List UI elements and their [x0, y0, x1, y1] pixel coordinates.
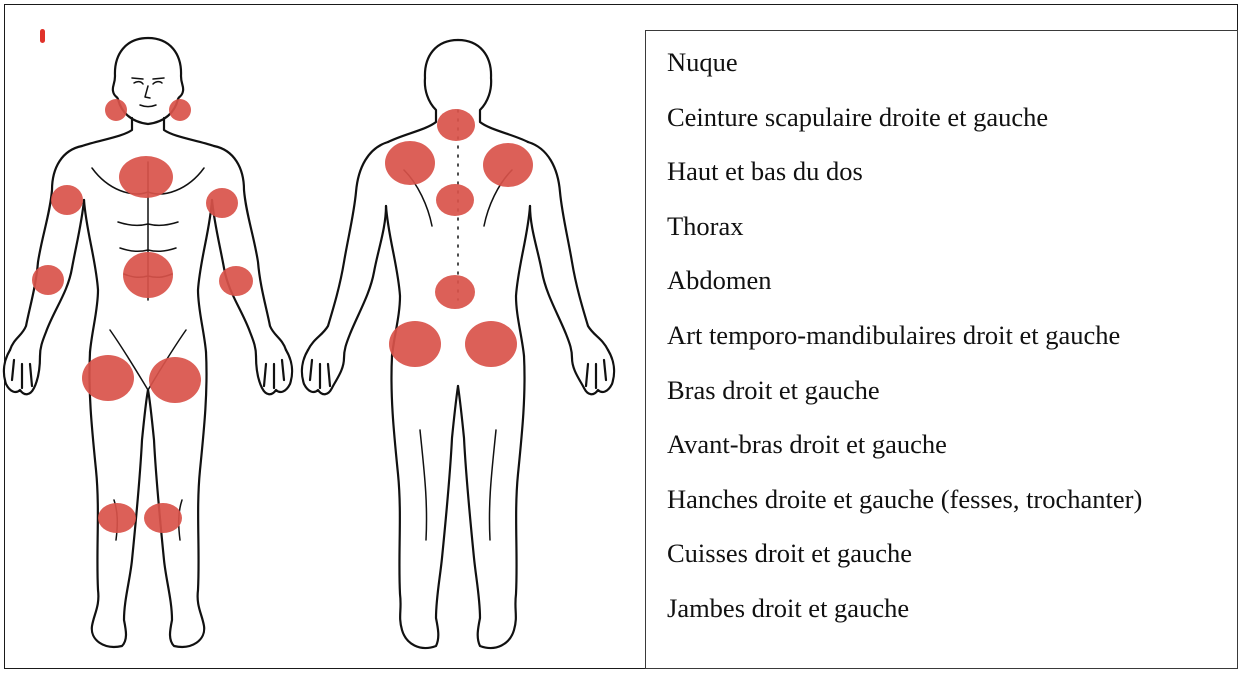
- tender-point-forearm-left: [32, 265, 64, 295]
- legend-item-ceinture-scapulaire: Ceinture scapulaire droite et gauche: [667, 102, 1237, 157]
- legend-item-jambes: Jambes droit et gauche: [667, 593, 1237, 648]
- legend-item-haut-bas-dos: Haut et bas du dos: [667, 156, 1237, 211]
- legend-item-nuque: Nuque: [667, 47, 1237, 102]
- tender-point-arm-left: [51, 185, 83, 215]
- front-body-figure: [4, 38, 292, 647]
- tender-point-forearm-right: [219, 266, 253, 296]
- legend-item-avant-bras: Avant-bras droit et gauche: [667, 429, 1237, 484]
- legend-item-bras: Bras droit et gauche: [667, 375, 1237, 430]
- tender-point-lower-back: [435, 275, 475, 309]
- tender-point-shoulder-right: [483, 143, 533, 187]
- tender-point-shoulder-left: [385, 141, 435, 185]
- legend-box: Nuque Ceinture scapulaire droite et gauc…: [645, 30, 1238, 669]
- tender-point-hip-right: [465, 321, 517, 367]
- tender-point-leg-left: [98, 503, 136, 533]
- legend-item-temporo-mandibulaires: Art temporo-mandibulaires droit et gauch…: [667, 320, 1237, 375]
- tender-point-nape: [437, 109, 475, 141]
- tender-point-abdomen: [123, 252, 173, 298]
- red-mark: [40, 29, 45, 43]
- tender-point-hip-left: [389, 321, 441, 367]
- tender-point-arm-right: [206, 188, 238, 218]
- legend-item-hanches: Hanches droite et gauche (fesses, trocha…: [667, 484, 1237, 539]
- front-tender-points: [32, 99, 253, 533]
- tender-point-leg-right: [144, 503, 182, 533]
- legend-item-thorax: Thorax: [667, 211, 1237, 266]
- tender-point-thigh-right: [149, 357, 201, 403]
- back-tender-points: [385, 109, 533, 367]
- legend-list: Nuque Ceinture scapulaire droite et gauc…: [667, 47, 1237, 648]
- legend-item-abdomen: Abdomen: [667, 265, 1237, 320]
- tender-point-neck-right: [169, 99, 191, 121]
- tender-point-thigh-left: [82, 355, 134, 401]
- tender-point-thorax: [119, 156, 173, 198]
- body-diagram: [0, 0, 640, 673]
- legend-item-cuisses: Cuisses droit et gauche: [667, 538, 1237, 593]
- tender-point-neck-left: [105, 99, 127, 121]
- tender-point-upper-back: [436, 184, 474, 216]
